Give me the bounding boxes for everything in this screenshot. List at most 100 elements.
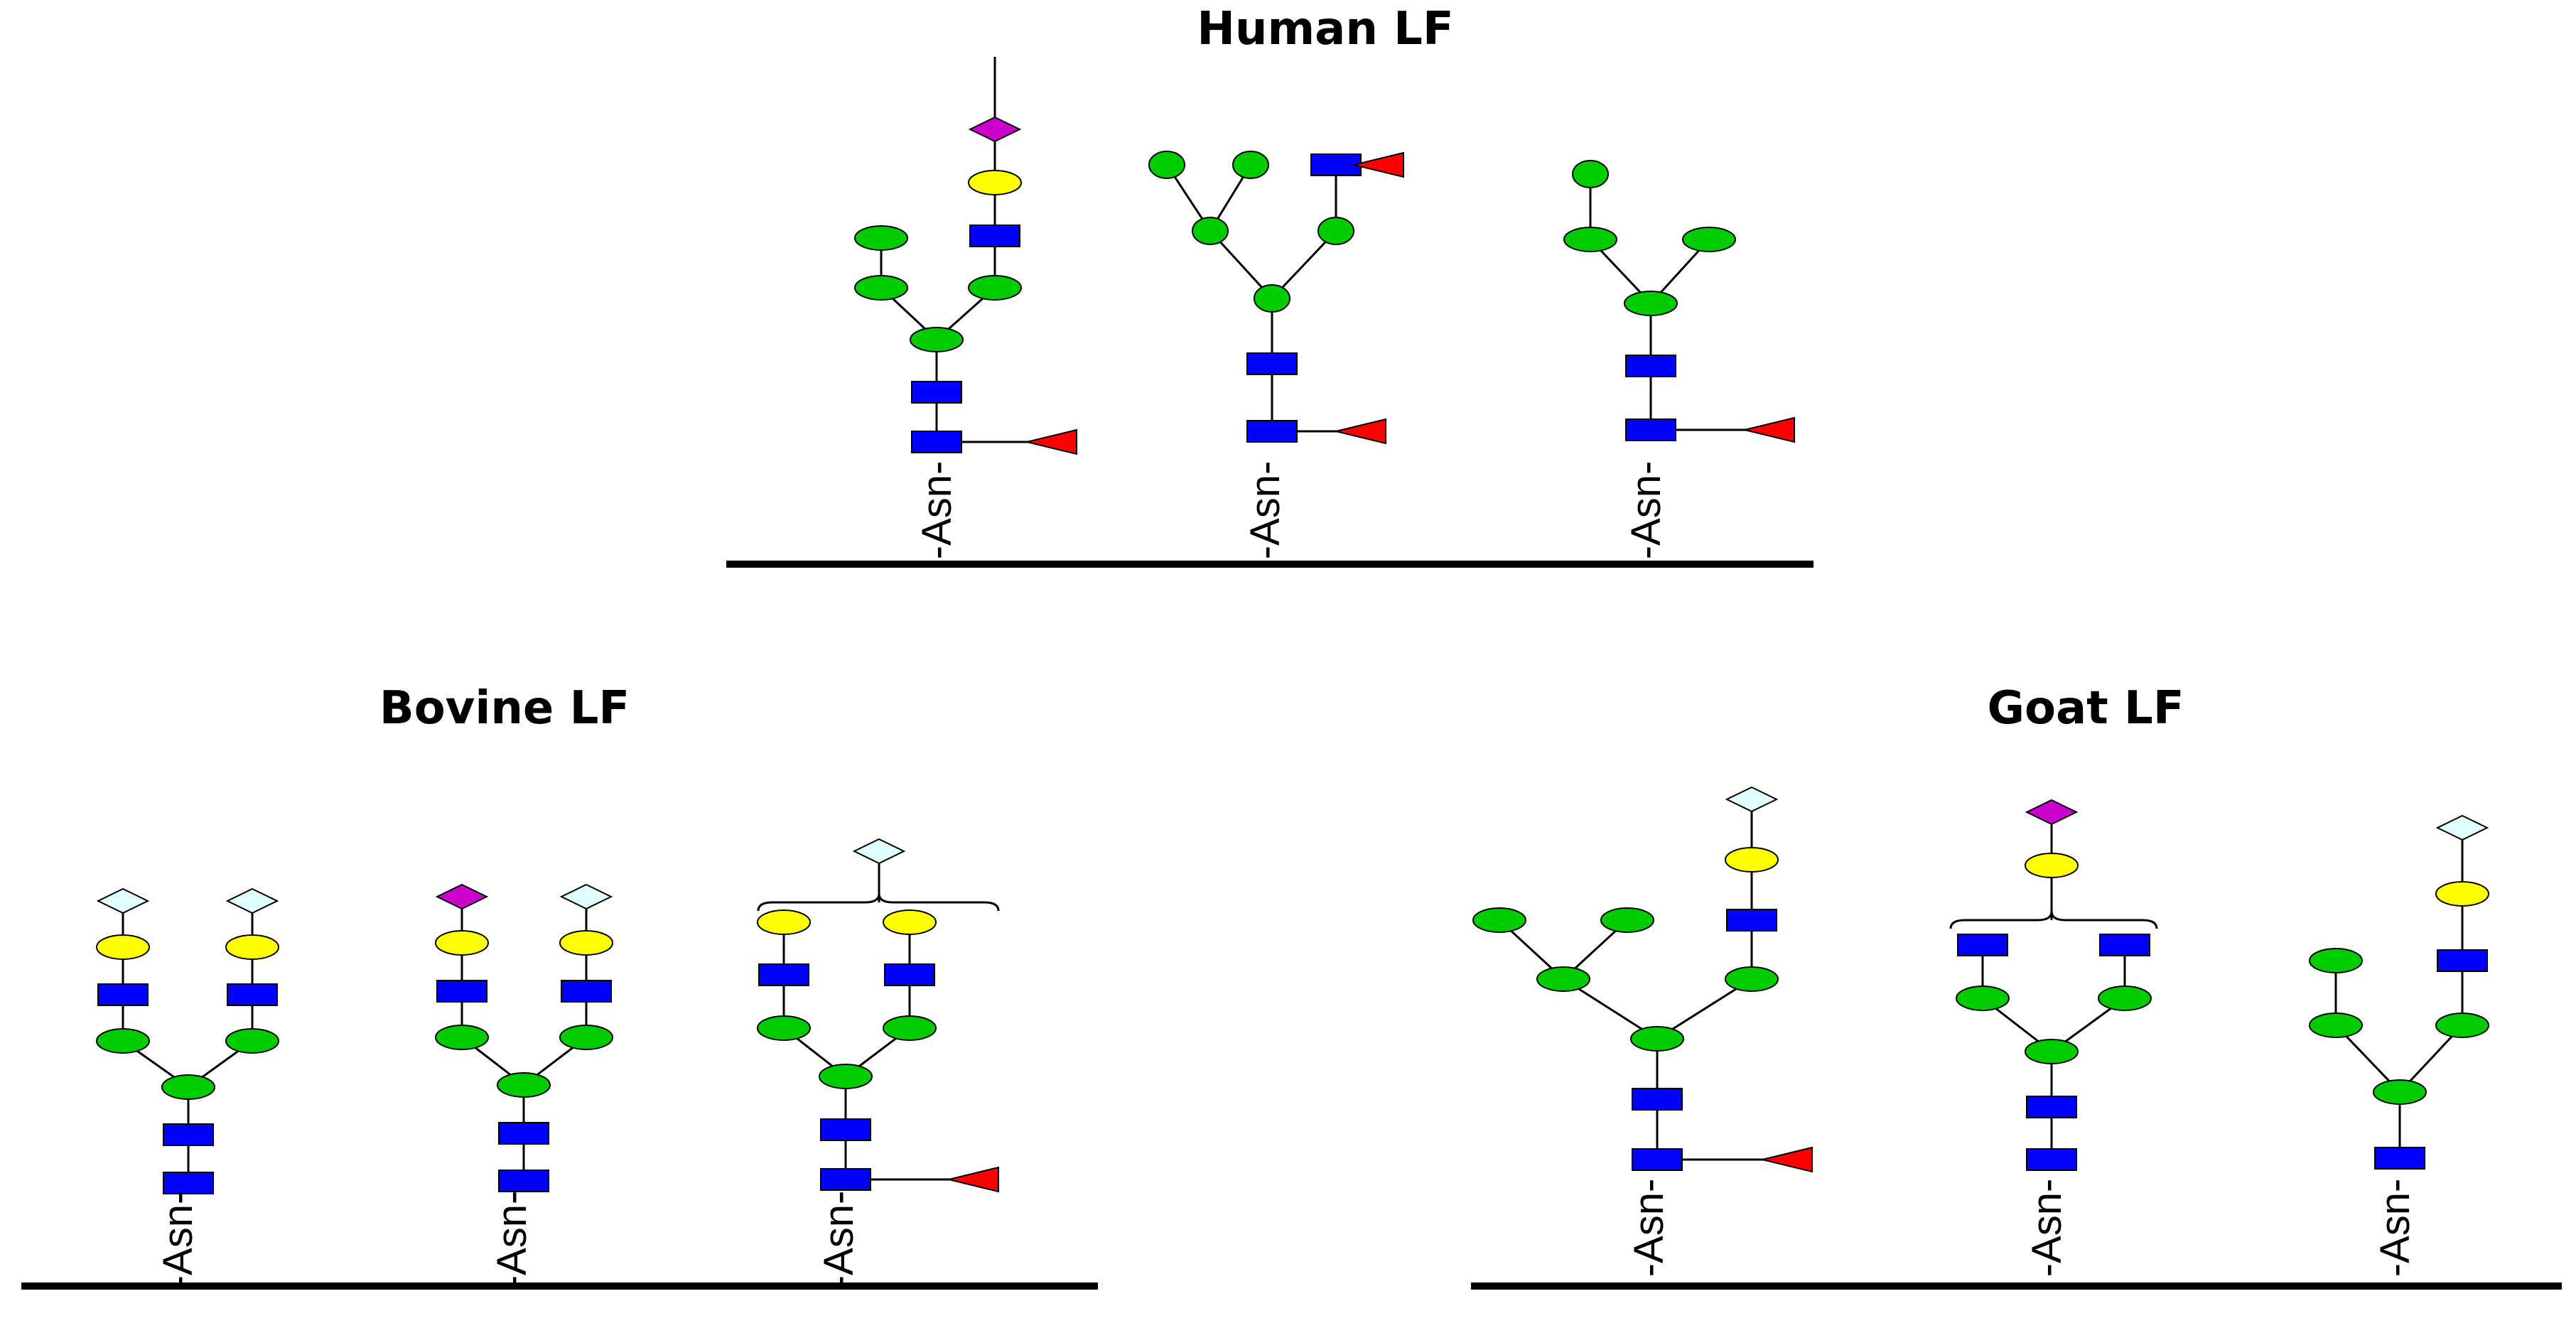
glcnac-square: [163, 1123, 214, 1146]
glcnac-square: [1726, 909, 1777, 932]
goat-title: Goat LF: [1987, 682, 2184, 735]
neu5ac-diamond: [435, 883, 489, 910]
glcnac-square: [1632, 1088, 1683, 1111]
mannose-circle: [1682, 227, 1736, 252]
glcnac-square: [1625, 355, 1676, 377]
neu5gc-diamond: [2435, 814, 2489, 841]
goat-glycan-1-asn-label: -Asn-: [1626, 1179, 1672, 1278]
human-baseline: [726, 561, 1814, 568]
bovine-glycan-1-asn-label: -Asn-: [155, 1191, 201, 1290]
mannose-circle: [968, 275, 1022, 301]
mannose-circle: [1956, 986, 2010, 1011]
galactose-circle: [1725, 847, 1779, 873]
glcnac-square: [1632, 1148, 1683, 1171]
glcnac-square: [2437, 949, 2488, 972]
mannose-circle: [1725, 966, 1779, 992]
mannose-circle: [2373, 1079, 2427, 1105]
bond-layer: [122, 57, 2464, 1183]
galactose-circle: [435, 930, 489, 956]
mannose-circle: [96, 1028, 150, 1054]
mannose-circle: [225, 1028, 279, 1054]
glcnac-square: [163, 1172, 214, 1194]
mannose-circle: [1472, 907, 1526, 933]
mannose-circle: [2098, 986, 2152, 1011]
mannose-circle: [1600, 907, 1654, 933]
glcnac-square: [820, 1168, 871, 1191]
fucose-triangle: [1335, 418, 1386, 445]
mannose-circle: [435, 1025, 489, 1050]
bovine-glycan-2-asn-label: -Asn-: [489, 1191, 535, 1290]
human-glycan-2-asn-label: -Asn-: [1242, 461, 1288, 560]
mannose-circle: [497, 1072, 551, 1098]
bovine-title: Bovine LF: [379, 682, 630, 735]
human-glycan-1-asn-label: -Asn-: [914, 461, 960, 560]
glcnac-square: [1246, 420, 1298, 443]
glcnac-square: [436, 980, 487, 1003]
glcnac-square: [884, 963, 935, 986]
galactose-circle: [968, 170, 1022, 195]
residue-layer: [96, 116, 2489, 1194]
bovine-glycan-3-asn-label: -Asn-: [816, 1191, 862, 1290]
glcnac-square: [911, 381, 962, 404]
mannose-circle: [1254, 284, 1290, 313]
glcnac-square: [561, 980, 612, 1003]
galactose-circle: [559, 930, 613, 956]
mannose-circle: [1572, 160, 1609, 188]
glcnac-square: [820, 1118, 871, 1141]
glcnac-square: [227, 983, 278, 1006]
galactose-circle: [96, 934, 150, 960]
mannose-circle: [1192, 217, 1229, 245]
glcnac-square: [1246, 352, 1298, 375]
glcnac-square: [498, 1122, 549, 1145]
neu5gc-diamond: [225, 887, 279, 914]
mannose-circle: [883, 1015, 937, 1041]
glcnac-square: [2374, 1147, 2425, 1170]
glcnac-square: [969, 225, 1020, 247]
mannose-circle: [1148, 151, 1185, 179]
mannose-circle: [910, 327, 964, 352]
fucose-triangle: [1744, 416, 1795, 443]
fucose-triangle: [948, 1166, 999, 1193]
neu5ac-diamond: [2025, 799, 2079, 826]
glcnac-square: [1310, 153, 1362, 176]
galactose-circle: [225, 934, 279, 960]
neu5ac-diamond: [968, 116, 1022, 143]
galactose-circle: [2025, 853, 2079, 878]
mannose-circle: [1630, 1026, 1684, 1052]
bovine-baseline: [21, 1282, 1098, 1290]
human-glycan-3-asn-label: -Asn-: [1623, 461, 1669, 560]
fucose-triangle: [1762, 1146, 1813, 1173]
goat-glycan-3-asn-label: -Asn-: [2372, 1179, 2418, 1278]
mannose-circle: [854, 225, 908, 251]
mannose-circle: [1563, 227, 1617, 252]
mannose-circle: [161, 1074, 215, 1100]
neu5gc-diamond: [96, 887, 150, 914]
glcnac-square: [498, 1170, 549, 1192]
glcnac-square: [97, 983, 149, 1006]
galactose-circle: [2435, 881, 2489, 907]
mannose-circle: [854, 275, 908, 301]
human-title: Human LF: [1197, 3, 1453, 55]
neu5gc-diamond: [559, 883, 613, 910]
fucose-triangle: [1026, 428, 1077, 455]
glcnac-square: [758, 963, 809, 986]
mannose-circle: [1624, 291, 1678, 316]
galactose-circle: [883, 909, 937, 935]
neu5gc-diamond: [852, 838, 906, 865]
mannose-circle: [757, 1015, 811, 1041]
glcnac-square: [2099, 934, 2150, 956]
mannose-circle: [1536, 966, 1590, 992]
neu5gc-diamond: [1725, 786, 1779, 813]
mannose-circle: [1232, 151, 1269, 179]
goat-glycan-2-asn-label: -Asn-: [2024, 1179, 2070, 1278]
antenna-brace: [757, 893, 1000, 912]
mannose-circle: [559, 1025, 613, 1050]
glcnac-square: [2026, 1148, 2077, 1171]
mannose-circle: [1317, 217, 1354, 245]
mannose-circle: [2025, 1039, 2079, 1064]
glcnac-square: [1625, 418, 1676, 441]
glcnac-square: [911, 431, 962, 453]
mannose-circle: [2309, 1012, 2363, 1038]
mannose-circle: [2435, 1012, 2489, 1038]
